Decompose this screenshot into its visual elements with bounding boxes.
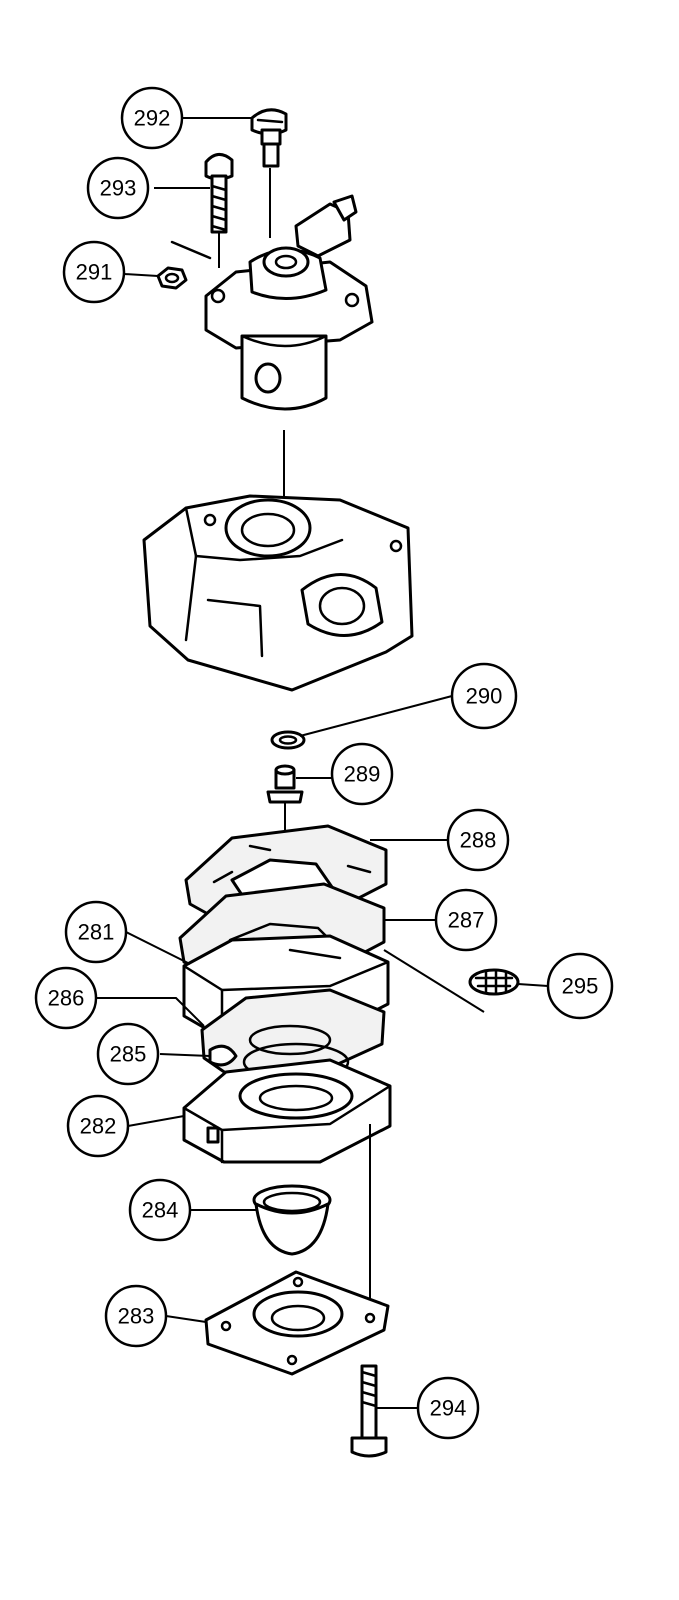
callout-290: 290 — [450, 662, 518, 730]
callout-295: 295 — [546, 952, 614, 1020]
callout-294-label: 294 — [430, 1396, 467, 1421]
callout-283-label: 283 — [118, 1304, 155, 1329]
callout-293-label: 293 — [100, 176, 137, 201]
callout-289-label: 289 — [344, 762, 381, 787]
callout-283: 283 — [104, 1284, 168, 1348]
callout-leaders — [96, 117, 549, 1409]
callout-285-label: 285 — [110, 1042, 147, 1067]
callout-292: 292 — [120, 86, 184, 150]
part-290-oring — [270, 730, 306, 750]
part-283-cover — [204, 1270, 390, 1376]
part-292-screw — [250, 108, 288, 238]
callout-287-label: 287 — [448, 908, 485, 933]
callout-281-label: 281 — [78, 920, 115, 945]
callout-284: 284 — [128, 1178, 192, 1242]
callout-281: 281 — [64, 900, 128, 964]
part-291-nut — [156, 240, 212, 290]
part-carburetor-body — [142, 494, 414, 692]
part-294-screw — [350, 1364, 388, 1458]
part-295-filter — [468, 968, 520, 996]
callout-293: 293 — [86, 156, 150, 220]
part-throttle-housing — [204, 194, 374, 498]
callout-285: 285 — [96, 1022, 160, 1086]
callout-295-label: 295 — [562, 974, 599, 999]
callout-289: 289 — [330, 742, 394, 806]
callout-282: 282 — [66, 1094, 130, 1158]
callout-288: 288 — [446, 808, 510, 872]
callout-290-label: 290 — [466, 684, 503, 709]
part-293-bolt — [204, 153, 234, 268]
callout-286: 286 — [34, 966, 98, 1030]
callout-287: 287 — [434, 888, 498, 952]
callout-282-label: 282 — [80, 1114, 117, 1139]
part-284-cup — [252, 1184, 332, 1256]
callout-286-label: 286 — [48, 986, 85, 1011]
callout-292-label: 292 — [134, 106, 171, 131]
callout-284-label: 284 — [142, 1198, 179, 1223]
part-282-lower-body — [182, 1058, 392, 1316]
callout-291-label: 291 — [76, 260, 113, 285]
callout-291: 291 — [62, 240, 126, 304]
callout-288-label: 288 — [460, 828, 497, 853]
callout-294: 294 — [416, 1376, 480, 1440]
